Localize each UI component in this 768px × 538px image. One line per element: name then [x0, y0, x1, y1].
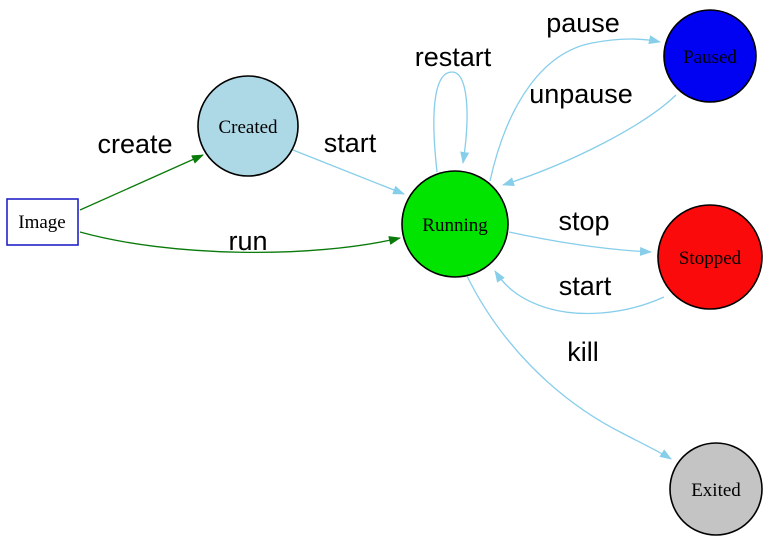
node-exited-shape: [669, 442, 763, 536]
edge-label-restart: restart: [415, 42, 492, 72]
node-paused: Paused: [663, 9, 757, 103]
node-image-label: Image: [18, 212, 65, 233]
edge-pause: [489, 35, 661, 182]
node-image-shape: [6, 198, 79, 246]
node-stopped-label: Stopped: [679, 248, 742, 269]
edge-stop: [508, 231, 652, 256]
edge-kill: [465, 273, 672, 460]
node-created-label: Created: [218, 117, 278, 138]
edges-layer: [79, 35, 677, 460]
edge-label-start-created: start: [324, 128, 377, 158]
edge-label-unpause: unpause: [529, 79, 633, 109]
node-exited: Exited: [669, 442, 763, 536]
edge-label-start-stopped: start: [559, 271, 612, 301]
edge-label-run: run: [228, 226, 267, 256]
edge-label-pause: pause: [546, 8, 620, 38]
edge-start-stopped-running: [494, 270, 665, 315]
node-running: Running: [401, 170, 509, 278]
node-running-shape: [401, 170, 509, 278]
edge-label-kill: kill: [567, 337, 599, 367]
node-created-shape: [197, 75, 299, 177]
node-exited-label: Exited: [691, 480, 741, 501]
edge-create: [79, 154, 204, 211]
node-stopped: Stopped: [657, 204, 763, 310]
node-paused-shape: [663, 9, 757, 103]
nodes-layer: Image Created Running Paused Stopped Exi: [6, 9, 763, 536]
node-paused-label: Paused: [683, 47, 737, 68]
node-created: Created: [197, 75, 299, 177]
edge-unpause: [502, 94, 677, 186]
node-stopped-shape: [657, 204, 763, 310]
node-image: Image: [6, 198, 79, 246]
node-running-label: Running: [422, 215, 488, 236]
edge-label-create: create: [97, 129, 172, 159]
edge-start-created-running: [292, 149, 405, 195]
edge-restart-self-loop: [433, 71, 470, 173]
edge-labels-layer: create run start restart pause unpause s…: [97, 8, 632, 367]
edge-run: [79, 231, 401, 254]
edge-label-stop: stop: [558, 206, 609, 236]
